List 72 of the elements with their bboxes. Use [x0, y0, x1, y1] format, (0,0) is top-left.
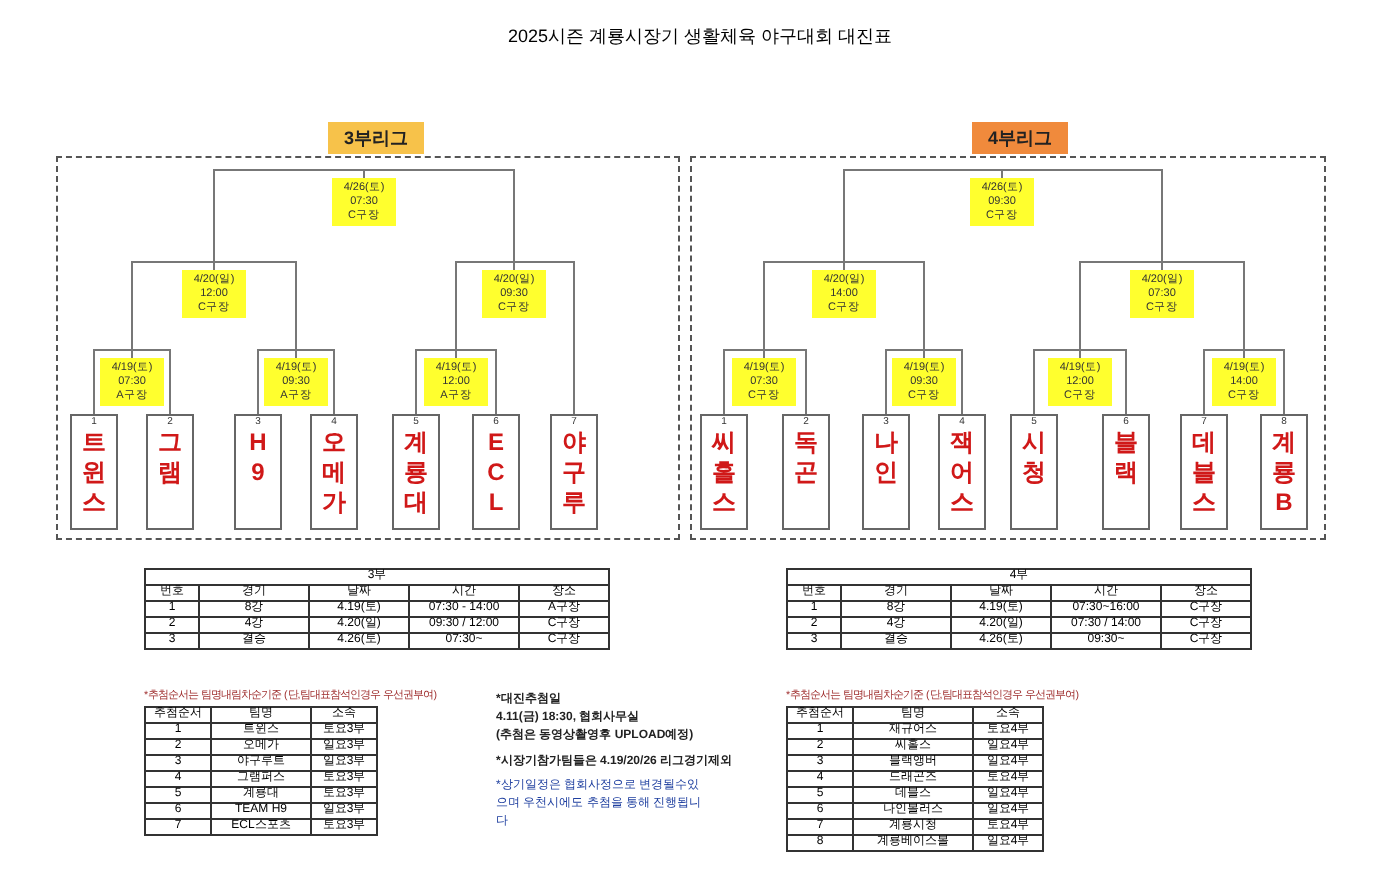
- match-box: [482, 270, 546, 318]
- match-box: [970, 178, 1034, 226]
- match-box: [732, 358, 796, 406]
- team-box: [472, 414, 520, 530]
- team-name: H9: [247, 428, 269, 488]
- team-box: [310, 414, 358, 530]
- team-name: 계룡B: [1270, 428, 1298, 518]
- match-box: [892, 358, 956, 406]
- match-box: [264, 358, 328, 406]
- bracket-line: [723, 349, 765, 415]
- team-box: [234, 414, 282, 530]
- bracket-line: [131, 349, 171, 415]
- team-name: 그램: [156, 428, 184, 488]
- match-box: [182, 270, 246, 318]
- team-name: 계룡대: [402, 428, 430, 518]
- bracket-line: [843, 261, 925, 359]
- match-box: [1212, 358, 1276, 406]
- match-box: [100, 358, 164, 406]
- team-name: ECL: [485, 428, 507, 518]
- team-box: [782, 414, 830, 530]
- team-box: [550, 414, 598, 530]
- bracket-line: [363, 169, 515, 271]
- bracket-line: [843, 169, 1003, 271]
- league-tab: 4부리그: [972, 122, 1069, 154]
- team-name: 잭어스: [948, 428, 976, 518]
- team-name: 나인: [872, 428, 900, 488]
- team-name: 씨홀스: [709, 428, 738, 518]
- bracket-line: [213, 261, 297, 359]
- match-box: [1130, 270, 1194, 318]
- bracket-line: [1161, 261, 1245, 359]
- team-name: 오메가: [320, 428, 348, 518]
- match-box: [1048, 358, 1112, 406]
- match-box: [424, 358, 488, 406]
- bracket-line: [923, 349, 963, 415]
- match-box: [332, 178, 396, 226]
- league-tab: 3부리그: [328, 122, 425, 154]
- bracket-line: [213, 169, 365, 271]
- bracket-line: [93, 349, 133, 415]
- team-name: 독곤: [792, 428, 820, 488]
- bracket-line: [763, 349, 807, 415]
- bracket-line: [1079, 261, 1163, 359]
- team-name: 트윈스: [80, 428, 108, 518]
- bracket-line: [1001, 169, 1163, 271]
- bracket-line: [455, 261, 515, 359]
- team-box: [862, 414, 910, 530]
- team-box: [70, 414, 118, 530]
- team-box: [938, 414, 986, 530]
- team-name: 시청: [1020, 428, 1048, 488]
- team-box: [1102, 414, 1150, 530]
- bracket-line: [131, 261, 215, 359]
- bracket-line: [257, 349, 297, 415]
- bracket-line: [1079, 349, 1127, 415]
- bracket-line: [415, 349, 457, 415]
- bracket-line: [513, 261, 575, 415]
- team-box: [1260, 414, 1308, 530]
- team-box: [146, 414, 194, 530]
- match-box: [812, 270, 876, 318]
- team-name: 데블스: [1190, 428, 1218, 518]
- bracket-line: [1243, 349, 1285, 415]
- bracket-line: [763, 261, 845, 359]
- diagram-title: 2025시즌 계룡시장기 생활체육 야구대회 대진표: [505, 24, 895, 50]
- bracket-line: [295, 349, 335, 415]
- team-name: 야구루: [560, 428, 588, 518]
- team-box: [1010, 414, 1058, 530]
- team-box: [1180, 414, 1228, 530]
- team-name: 블랙: [1112, 428, 1140, 488]
- bracket-line: [1033, 349, 1081, 415]
- bracket-line: [455, 349, 497, 415]
- bracket-line: [1203, 349, 1245, 415]
- team-box: [392, 414, 440, 530]
- team-box: [700, 414, 748, 530]
- bracket-line: [885, 349, 925, 415]
